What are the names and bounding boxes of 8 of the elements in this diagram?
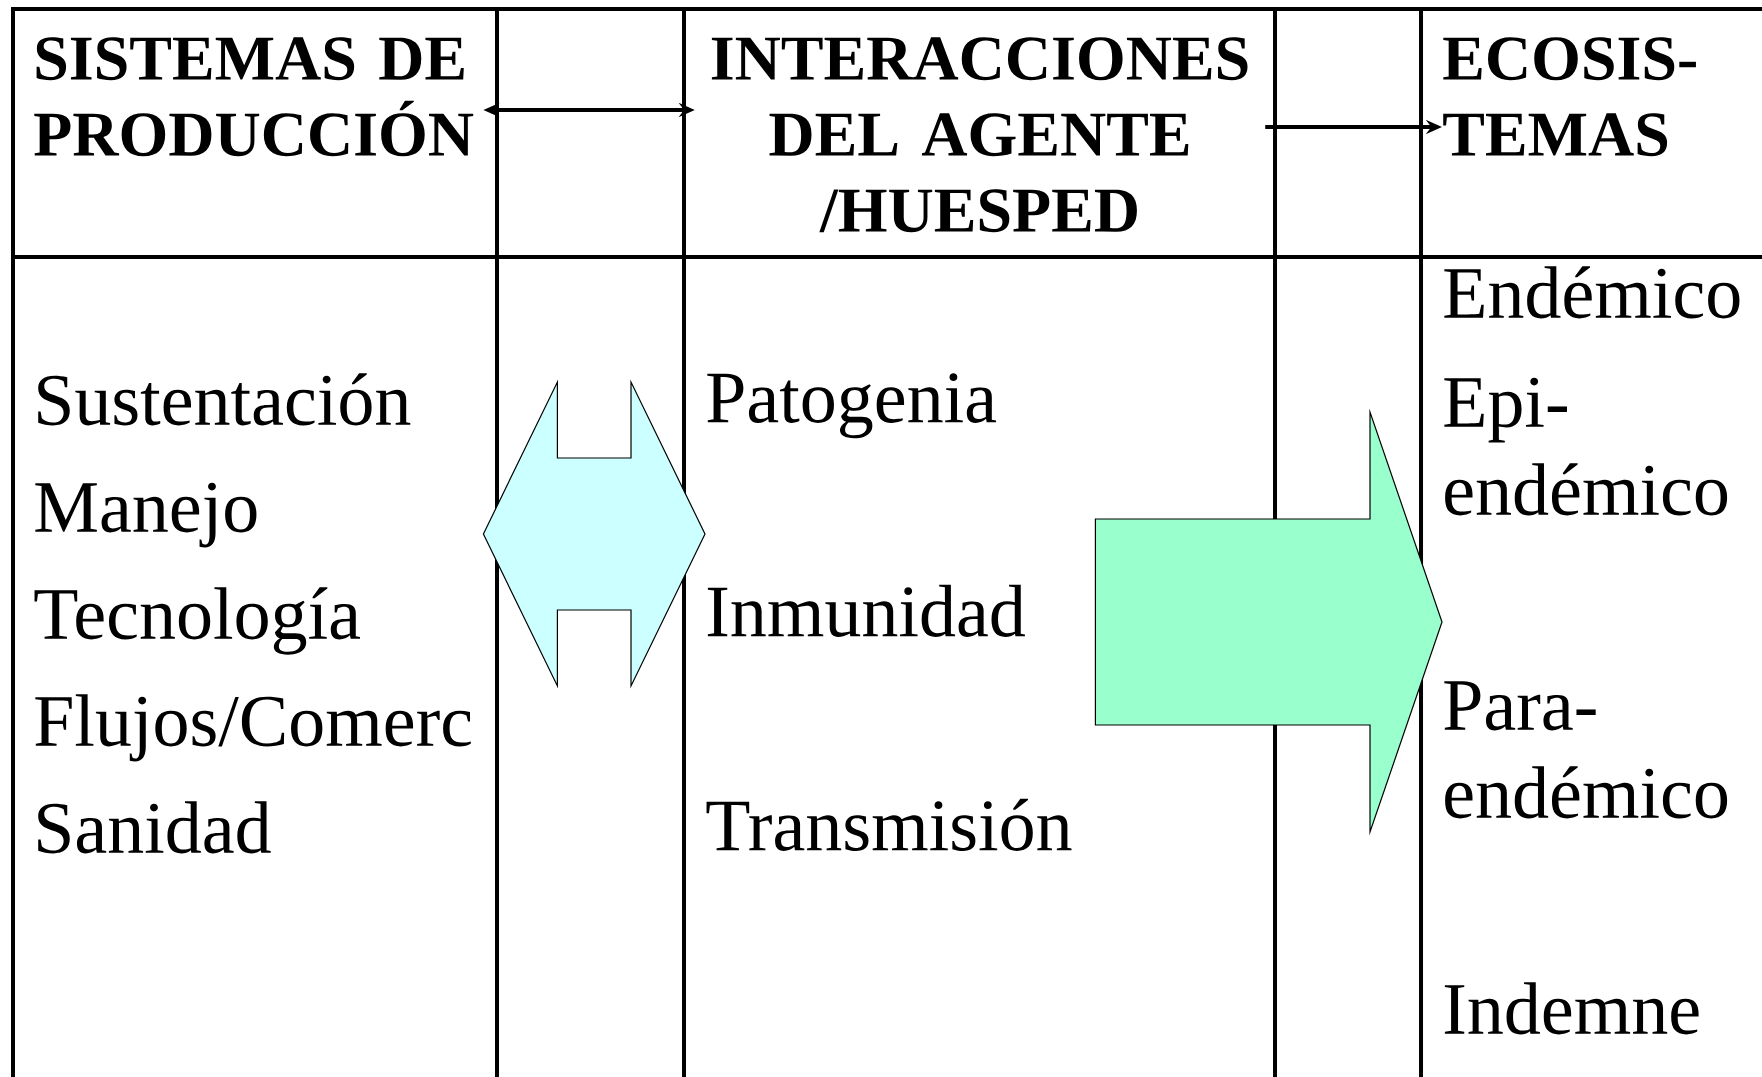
column-heading: ECOSIS- TEMAS [1443, 37, 1696, 157]
double-block-arrow [482, 379, 706, 689]
term-list: Sustentación Manejo Tecnología Flujos/Comerc Sanidad [34, 373, 471, 854]
column-heading: SISTEMAS DE PRODUCCIÓN [34, 37, 474, 157]
term-list: Endémico Epi- endémico Para- endémico Indemne [1444, 266, 1740, 1035]
column-heading: INTERACCIONES DEL AGENTE /HUESPED [711, 37, 1248, 233]
block-arrow [1094, 408, 1443, 836]
term-list: Patogenia Inmunidad Transmisión [706, 373, 1072, 851]
